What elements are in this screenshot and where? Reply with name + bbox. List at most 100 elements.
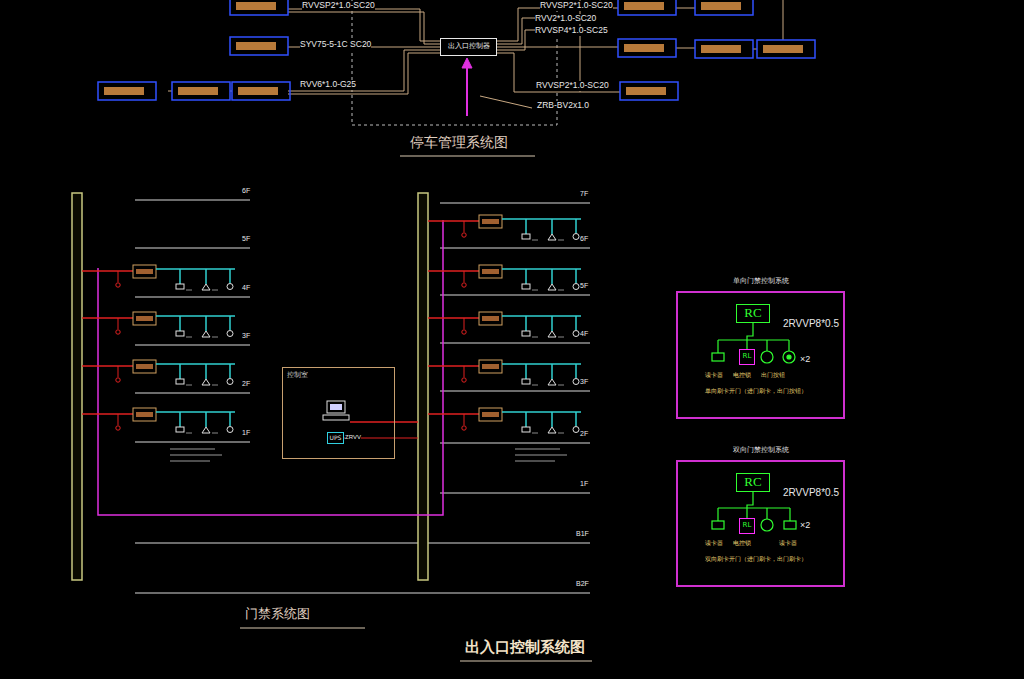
controller-box: 出入口控制器 [440,38,497,56]
panel1-symbols [712,340,795,363]
wire-line [717,508,718,521]
wire-line [135,393,250,394]
text-label: RVV6*1.0-G25 [300,80,356,90]
wire-line [515,449,560,450]
symbol-shape [82,408,235,433]
text-label: B2F [576,580,589,588]
symbol-shape [618,39,676,57]
text-label: ZRVV [345,434,361,441]
wire-line [717,340,718,353]
text-label: ZRB-BV2x1.0 [537,101,589,111]
text-label: 2F [242,380,250,388]
wire-line [466,66,468,116]
wire-line [460,661,592,662]
text-label: 双向刷卡开门（进门刷卡，出门刷卡） [705,556,807,563]
reader-controller-box: RC [736,473,770,492]
text-label: 6F [242,187,250,195]
wire-line [135,248,250,249]
ups-box: UPS [327,432,344,444]
node-text: 单向门禁控制系统 [678,278,843,286]
wire-line [440,343,590,344]
symbol-shape [428,408,581,433]
diagram-title: 出入口控制系统图 [465,639,585,656]
node-text: RL [743,522,752,530]
wire-line [783,0,784,40]
controller-rows [82,215,581,433]
text-label: 门禁系统图 [245,607,310,622]
note-lines [170,449,567,461]
wire-line [497,53,620,92]
wire-line [497,47,618,48]
text-label: 2RVVP8*0.5 [783,318,839,330]
wire-line [766,508,767,519]
wire-line [440,295,590,296]
lock-box: RL [739,518,755,534]
text-label: 电控锁 [733,372,751,379]
symbol-shape [757,40,815,58]
wire-line [440,203,590,204]
symbol-shape [428,215,581,240]
wire-line [135,345,250,346]
text-label: 2F [580,430,588,438]
wire-line [170,455,222,456]
text-label: 电控锁 [733,540,751,547]
lock-box: RL [739,349,755,365]
wire-line [718,339,789,340]
text-label: 7F [580,190,588,198]
text-label: RVV2*1.0-SC20 [535,14,596,24]
symbol-shape [428,360,581,385]
text-label: 4F [242,284,250,292]
wire-line [135,442,250,443]
symbol-shape [712,521,724,529]
text-label: 3F [580,378,588,386]
text-label: RVVSP4*1.0-SC25 [535,26,608,36]
symbol-shape [98,82,156,100]
symbol-shape [784,521,796,529]
text-label: ×2 [800,354,810,364]
text-label: 1F [242,429,250,437]
wire-line [676,8,695,9]
text-label: B1F [576,530,589,538]
text-label: 读卡器 [705,372,723,379]
connector-line [747,492,753,518]
wire-line [788,340,789,351]
wire-line [400,156,535,157]
symbol-shape [172,82,230,100]
wire-line [515,455,567,456]
wire-line [135,200,250,201]
node-text: 双向门禁控制系统 [678,447,843,455]
panel-frame: 双向门禁控制系统RCRL [676,460,845,587]
wire-line [288,53,440,94]
text-label: ×2 [800,520,810,530]
text-label: 读卡器 [705,540,723,547]
reader-controller-box: RC [736,304,770,323]
symbol-shape [72,193,82,580]
wire-line [240,628,365,629]
text-label: RVVSP2*1.0-SC20 [540,1,613,11]
text-label: RVVSP2*1.0-SC20 [536,81,609,91]
text-label: 3F [242,332,250,340]
wire-line [288,50,440,91]
symbol-shape [695,40,753,58]
symbol-shape [230,0,288,15]
node-text: RL [743,353,752,361]
symbol-shape [618,0,676,15]
symbol-shape [712,353,724,361]
text-label: 出门按钮 [761,372,785,379]
symbol-shape [761,519,773,531]
symbol-shape [323,415,349,420]
wire-line [170,449,215,450]
text-label: 5F [580,282,588,290]
node-text: 控制室 [287,372,308,380]
wire-line [135,543,590,544]
wire-line [789,508,790,521]
symbol-shape [230,37,288,55]
symbol-shape [620,82,678,100]
symbol-shape [330,404,342,410]
node-text: UPS [330,435,342,442]
wire-line [497,8,618,41]
symbol-shape [352,0,557,125]
